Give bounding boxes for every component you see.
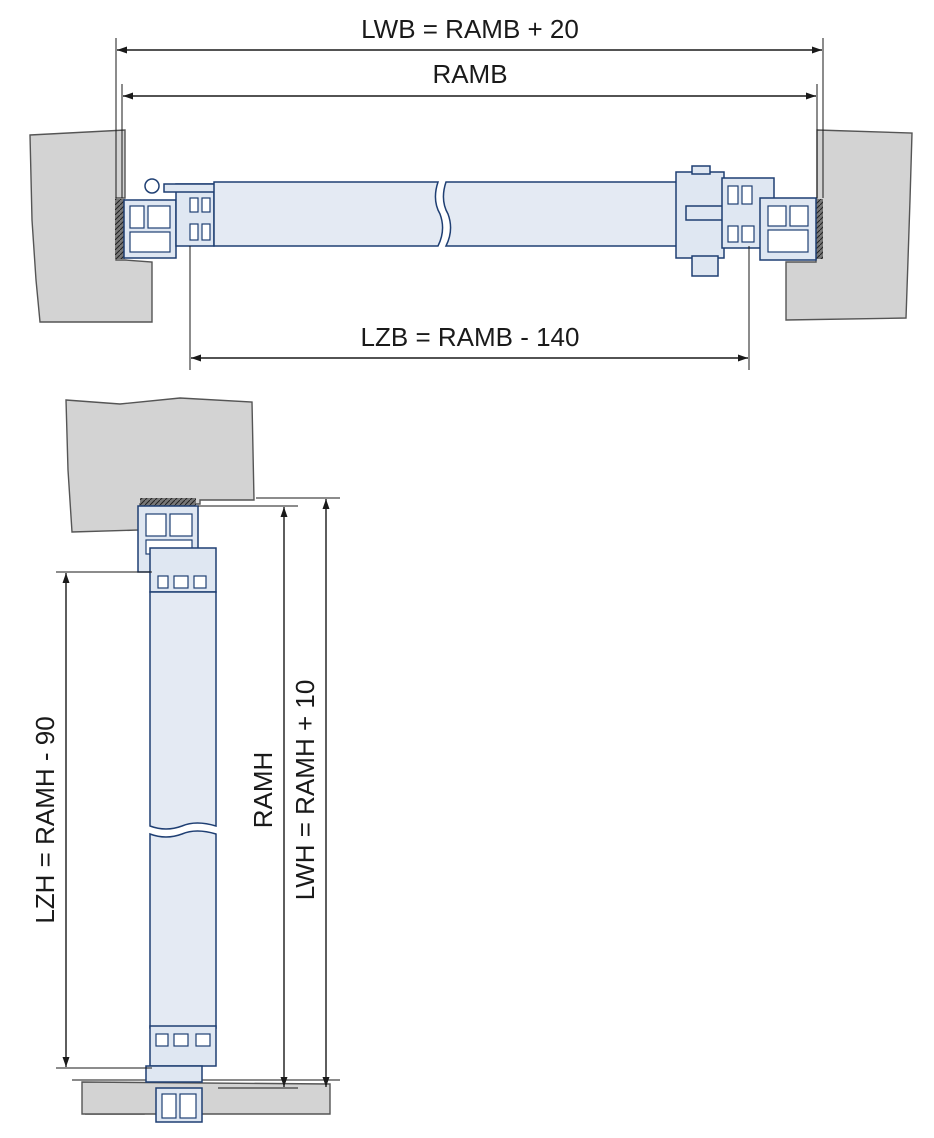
frame-profile-right bbox=[721, 177, 817, 261]
ramb-label: RAMB bbox=[432, 59, 507, 89]
seal-left bbox=[115, 199, 125, 259]
wall-top bbox=[65, 397, 255, 533]
frame-profile-bottom bbox=[145, 1025, 217, 1123]
hinge-icon bbox=[144, 178, 160, 194]
seal-top bbox=[140, 498, 196, 507]
lzb-label: LZB = RAMB - 140 bbox=[361, 322, 580, 352]
door-panel-lower bbox=[149, 830, 217, 1029]
horizontal-section: LWB = RAMB + 20 RAMB LZB = RAMB - 140 bbox=[29, 14, 913, 370]
door-panel-upper bbox=[149, 591, 217, 830]
door-panel-right bbox=[442, 181, 679, 247]
lwb-label: LWB = RAMB + 20 bbox=[361, 14, 579, 44]
seal-right bbox=[813, 199, 823, 259]
door-panel-left bbox=[213, 181, 444, 247]
frame-profile-left bbox=[123, 178, 217, 259]
vertical-section: LZH = RAMH - 90 RAMH LWH = RAMH + 10 bbox=[30, 397, 340, 1123]
lzh-label: LZH = RAMH - 90 bbox=[30, 716, 60, 923]
frame-profile-top bbox=[137, 505, 217, 593]
ramh-label: RAMH bbox=[248, 752, 278, 829]
lwh-label: LWH = RAMH + 10 bbox=[290, 680, 320, 901]
